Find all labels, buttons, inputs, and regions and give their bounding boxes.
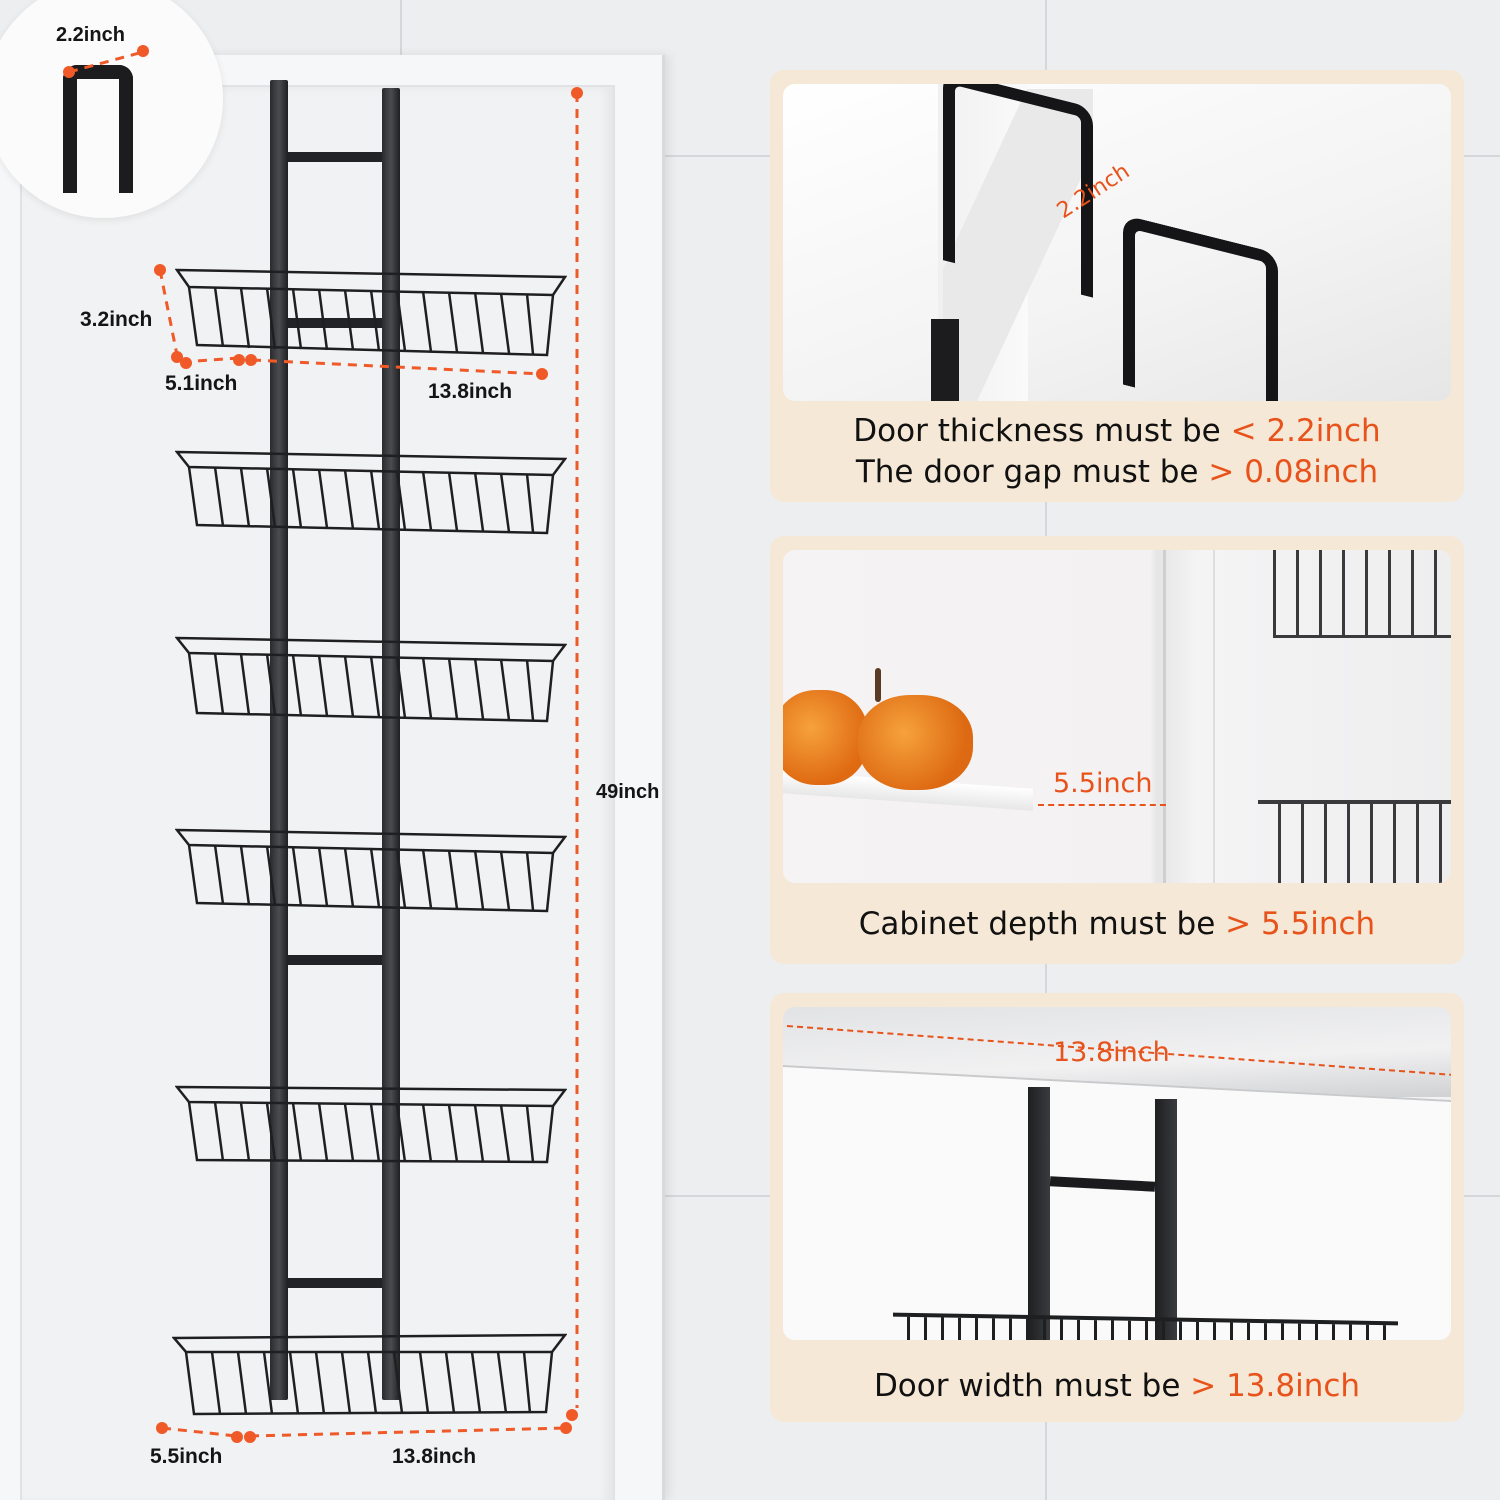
- caption-line: Cabinet depth must be > 5.5inch: [858, 906, 1376, 942]
- wire-basket-2: [174, 447, 568, 535]
- hook-icon: [63, 65, 133, 193]
- caption-line: Door thickness must be < 2.2inch: [853, 413, 1381, 449]
- rack-pole-icon: [1028, 1087, 1050, 1340]
- basket-depth-bottom-label: 5.5inch: [150, 1445, 223, 1468]
- rack-pole-icon: [1155, 1099, 1177, 1340]
- pumpkin-icon: [783, 690, 868, 785]
- basket-height-label: 3.2inch: [80, 308, 153, 331]
- door: [0, 55, 665, 1500]
- hook-width-label: 2.2inch: [56, 24, 125, 46]
- basket-width-bottom-label: 13.8inch: [392, 1445, 477, 1468]
- rack-pole-right: [382, 88, 400, 1400]
- rack-crossbar: [288, 152, 382, 162]
- door-thickness-caption: Door thickness must be < 2.2inch The doo…: [770, 411, 1464, 493]
- rack-pole-left: [270, 80, 288, 1400]
- door-width-photo: 13.8inch: [783, 1007, 1451, 1340]
- wire-basket-5: [174, 1082, 568, 1168]
- door-thickness-photo: 2.2inch: [783, 84, 1451, 401]
- basket-depth-top-label: 5.1inch: [165, 372, 238, 395]
- cabinet-depth-photo: 5.5inch: [783, 550, 1451, 883]
- total-height-label: 49inch: [596, 781, 660, 803]
- caption-line: Door width must be > 13.8inch: [873, 1368, 1361, 1404]
- cabinet-depth-card: 5.5inch Cabinet depth must be > 5.5inch: [770, 536, 1464, 964]
- wire-basket-4: [174, 825, 568, 913]
- wire-basket-3: [174, 633, 568, 723]
- wire-basket-6: [171, 1330, 568, 1420]
- hook-detail-inset: [0, 0, 223, 218]
- small-basket-top-icon: [1273, 550, 1451, 638]
- basket-width-top-label: 13.8inch: [428, 380, 513, 403]
- door-width-card: 13.8inch Door width must be > 13.8inch: [770, 993, 1464, 1422]
- door-panel: [20, 85, 615, 1500]
- door-thickness-card: 2.2inch Door thickness must be < 2.2inch…: [770, 70, 1464, 502]
- cabinet-depth-photo-label: 5.5inch: [1053, 768, 1153, 799]
- caption-line: The door gap must be > 0.08inch: [855, 454, 1379, 490]
- door-width-caption: Door width must be > 13.8inch: [770, 1366, 1464, 1407]
- wire-basket-1: [174, 265, 568, 357]
- door-width-photo-label: 13.8inch: [1053, 1037, 1170, 1068]
- cabinet-depth-caption: Cabinet depth must be > 5.5inch: [770, 904, 1464, 945]
- rack-crossbar: [288, 955, 382, 965]
- depth-arrow: [1038, 804, 1166, 806]
- hook-bracket-icon: [1123, 214, 1278, 401]
- small-basket-bottom-icon: [1258, 800, 1451, 883]
- rack-crossbar: [288, 318, 382, 328]
- rack-crossbar: [288, 1278, 382, 1288]
- pumpkin-icon: [858, 695, 973, 790]
